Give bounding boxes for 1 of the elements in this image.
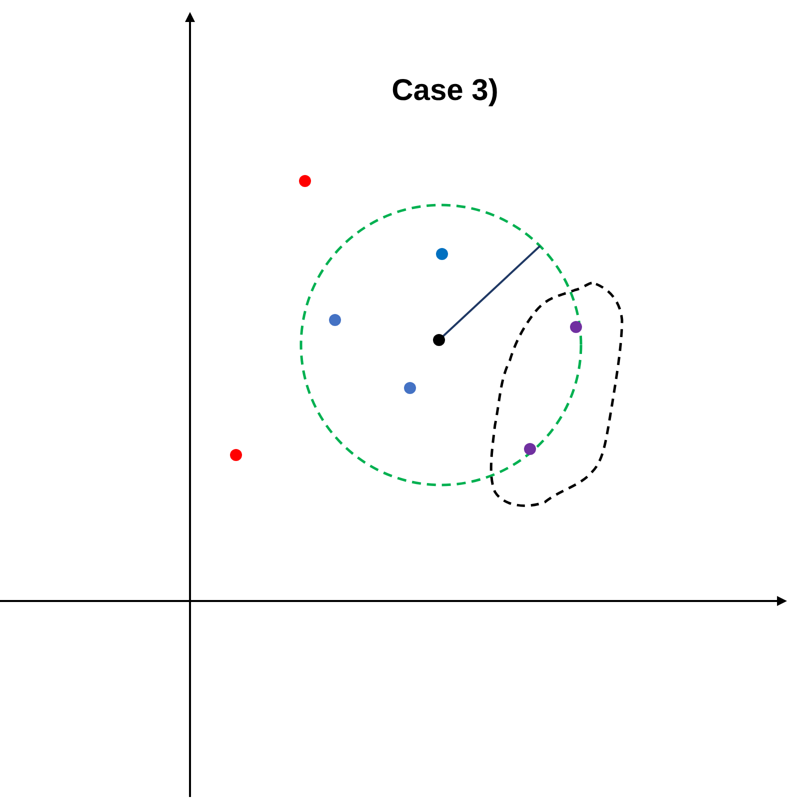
title: Case 3) <box>390 76 500 106</box>
